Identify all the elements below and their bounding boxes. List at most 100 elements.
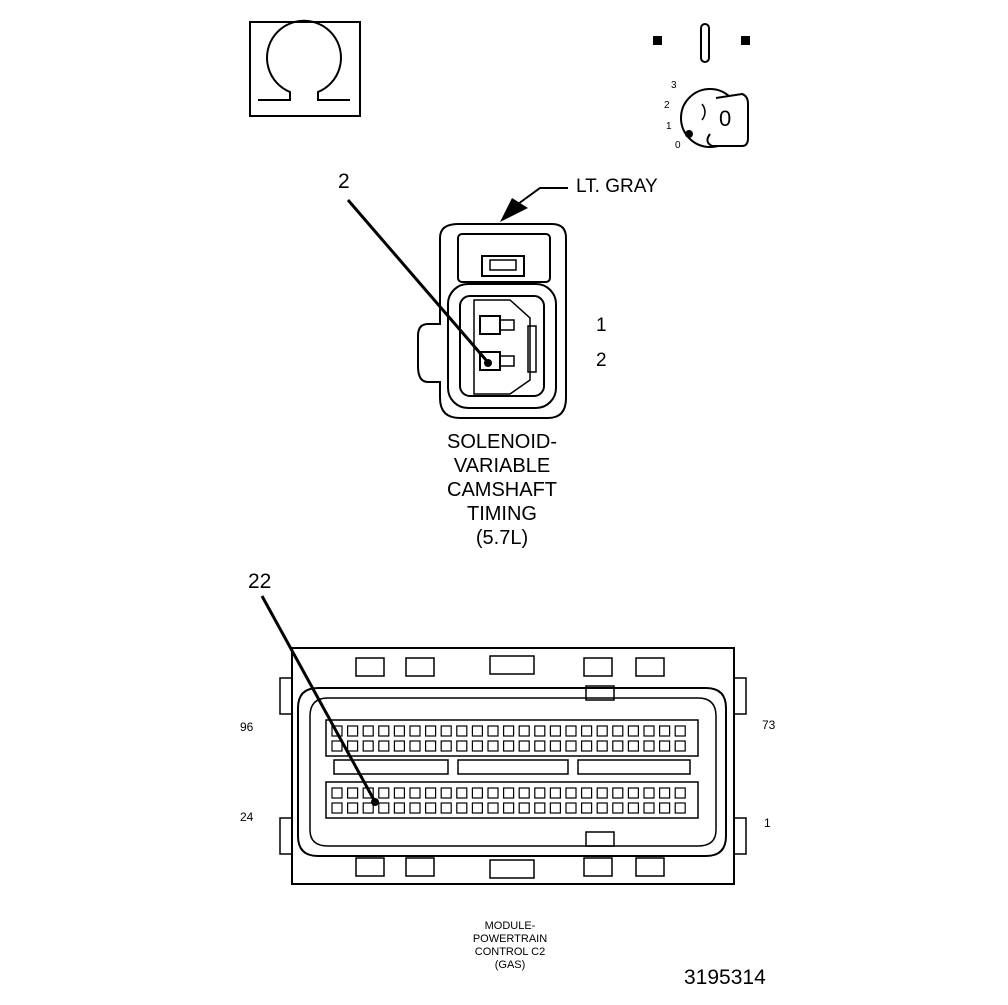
solenoid-pin-2-label: 2 <box>596 350 607 371</box>
pcm-caption: MODULE- POWERTRAIN CONTROL C2 (GAS) <box>420 920 600 972</box>
pcm-pin-24-label: 24 <box>240 810 254 824</box>
pin-cavity <box>565 740 577 752</box>
pin-cavity <box>534 802 546 814</box>
pin-cavity <box>627 787 640 799</box>
pin-cavity <box>596 802 608 814</box>
pin-cavity <box>503 787 515 799</box>
pin-cavity <box>643 802 655 814</box>
key-position-0: 0 <box>675 140 681 151</box>
pcm-caption-line: CONTROL C2 <box>474 946 546 958</box>
pin-cavity <box>518 725 530 737</box>
pin-cavity <box>596 787 608 799</box>
pcm-pin-96-label: 96 <box>240 720 254 734</box>
pin-cavity <box>627 740 640 752</box>
pin-cavity <box>518 802 530 814</box>
pin-cavity <box>440 787 452 799</box>
pin-cavity <box>393 787 405 799</box>
pin-cavity <box>580 802 593 814</box>
pin-cavity <box>378 725 390 737</box>
pin-cavity <box>425 725 437 737</box>
pin-cavity <box>596 740 608 752</box>
pin-cavity <box>549 740 562 752</box>
pin-cavity <box>331 725 343 737</box>
pin-cavity <box>425 740 437 752</box>
pin-cavity <box>362 802 374 814</box>
pin-cavity <box>658 787 671 799</box>
pin-cavity <box>425 787 437 799</box>
solenoid-callout-number: 2 <box>338 170 350 193</box>
pin-cavity <box>456 787 468 799</box>
solenoid-caption-line: VARIABLE <box>453 455 551 477</box>
pin-cavity <box>347 802 359 814</box>
pin-cavity <box>549 802 562 814</box>
pin-cavity <box>456 740 468 752</box>
pin-cavity <box>393 740 405 752</box>
pin-cavity <box>331 787 343 799</box>
pin-cavity <box>658 740 671 752</box>
pin-cavity <box>409 787 421 799</box>
pin-cavity <box>627 725 640 737</box>
pin-cavity <box>674 787 686 799</box>
pin-cavity <box>549 725 562 737</box>
solenoid-caption-line: SOLENOID- <box>446 431 558 453</box>
pin-cavity <box>471 787 483 799</box>
pin-cavity <box>565 725 577 737</box>
pin-cavity <box>643 725 655 737</box>
pin-cavity <box>362 725 374 737</box>
pcm-connector-body <box>279 647 747 885</box>
pcm-pin-1-label: 1 <box>764 816 771 830</box>
pin-cavity <box>534 787 546 799</box>
pin-cavity <box>534 725 546 737</box>
wire-color-pointer <box>500 187 568 222</box>
pin-cavity <box>487 725 499 737</box>
wire-color-label: LT. GRAY <box>576 176 658 197</box>
pin-cavity <box>658 802 671 814</box>
pin-cavity <box>674 725 686 737</box>
solenoid-pin-1-label: 1 <box>596 315 607 336</box>
pin-cavity <box>518 787 530 799</box>
solenoid-caption-line: (5.7L) <box>475 527 529 549</box>
pin-cavity <box>612 787 624 799</box>
pin-cavity <box>580 740 593 752</box>
pin-cavity <box>378 802 390 814</box>
pcm-callout-leader <box>260 595 379 806</box>
pin-cavity <box>518 740 530 752</box>
solenoid-caption-line: TIMING <box>467 503 537 525</box>
solenoid-caption: SOLENOID- VARIABLE CAMSHAFT TIMING (5.7L… <box>392 430 612 550</box>
key-label: 0 <box>719 106 732 131</box>
pin-cavity <box>487 787 499 799</box>
pin-cavity <box>331 802 343 814</box>
pin-cavity <box>596 725 608 737</box>
pin-cavity <box>409 725 421 737</box>
pcm-pin-73-label: 73 <box>762 718 776 732</box>
pin-cavity <box>471 802 483 814</box>
pin-cavity <box>362 740 374 752</box>
pin-cavity <box>471 725 483 737</box>
pin-cavity <box>534 740 546 752</box>
pin-cavity <box>612 725 624 737</box>
pin-cavity <box>471 740 483 752</box>
pin-cavity <box>487 740 499 752</box>
solenoid-connector-body <box>417 223 567 419</box>
pin-cavity <box>612 740 624 752</box>
pcm-caption-line: MODULE- <box>484 920 536 932</box>
pin-cavity <box>425 802 437 814</box>
pin-cavity <box>378 740 390 752</box>
pcm-pin-grid <box>331 725 686 814</box>
solenoid-callout-leader <box>346 199 492 367</box>
pin-cavity <box>503 725 515 737</box>
pin-cavity <box>487 802 499 814</box>
pin-cavity <box>580 725 593 737</box>
pin-cavity <box>503 802 515 814</box>
pin-cavity <box>456 725 468 737</box>
figure-id: 3195314 <box>684 966 766 989</box>
pin-cavity <box>503 740 515 752</box>
pin-cavity <box>643 787 655 799</box>
solenoid-caption-line: CAMSHAFT <box>447 479 557 501</box>
pin-cavity <box>331 740 343 752</box>
omega-symbol-icon <box>249 19 361 117</box>
pin-cavity <box>549 787 562 799</box>
pin-cavity <box>674 802 686 814</box>
pin-cavity <box>643 740 655 752</box>
